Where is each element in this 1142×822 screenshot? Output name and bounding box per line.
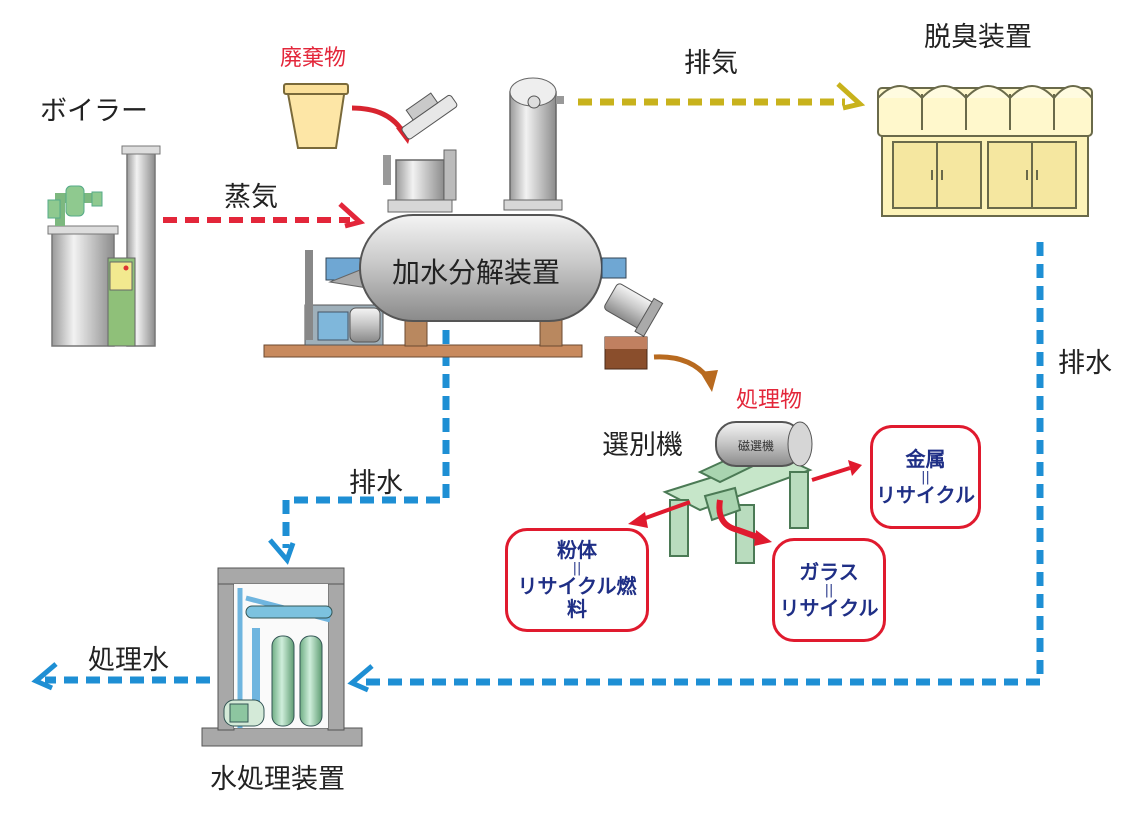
waste-bucket-icon [283,83,349,149]
water-treatment-label: 水処理装置 [210,764,345,795]
glass-separator: || [824,582,834,598]
deodorizer-illustration [877,85,1093,217]
metal-title: 金属 [905,446,946,471]
hydrolysis-unit-label: 加水分解装置 [392,256,561,289]
processed-output-arrow [653,354,718,392]
treated-water-label: 処理水 [88,645,169,676]
exhaust-line [578,82,866,111]
processed-material-label: 処理物 [736,388,803,413]
metal-result: リサイクル [876,482,975,507]
metal-separator: || [921,469,930,485]
boiler-label: ボイラー [40,96,148,127]
boiler-illustration [47,145,161,347]
powder-title: 粉体 [557,538,597,562]
sorter-label: 選別機 [602,430,683,461]
sort-output-arrows [628,460,862,546]
drainage-left-label: 排水 [349,468,403,499]
glass-output-box: ガラス || リサイクル [772,538,886,642]
powder-result: リサイクル燃料 [517,574,637,621]
waste-label: 廃棄物 [280,46,347,71]
water-treatment-illustration [201,567,363,747]
steam-line [163,202,366,229]
steam-label: 蒸気 [224,182,278,213]
metal-output-box: 金属 || リサイクル [870,425,981,529]
powder-output-box: 粉体 || リサイクル燃料 [505,528,649,632]
drainage-right-label: 排水 [1058,348,1112,379]
magnetic-separator-label: 磁選機 [738,439,775,453]
drain-line-right [347,242,1044,693]
glass-title: ガラス [799,559,859,584]
exhaust-label: 排気 [684,48,738,79]
drain-line-left [268,330,450,565]
hydrolysis-unit-illustration [263,77,664,370]
powder-separator: || [572,561,582,576]
glass-result: リサイクル [779,595,879,620]
deodorizer-label: 脱臭装置 [924,22,1032,53]
treated-water-line [31,662,210,691]
